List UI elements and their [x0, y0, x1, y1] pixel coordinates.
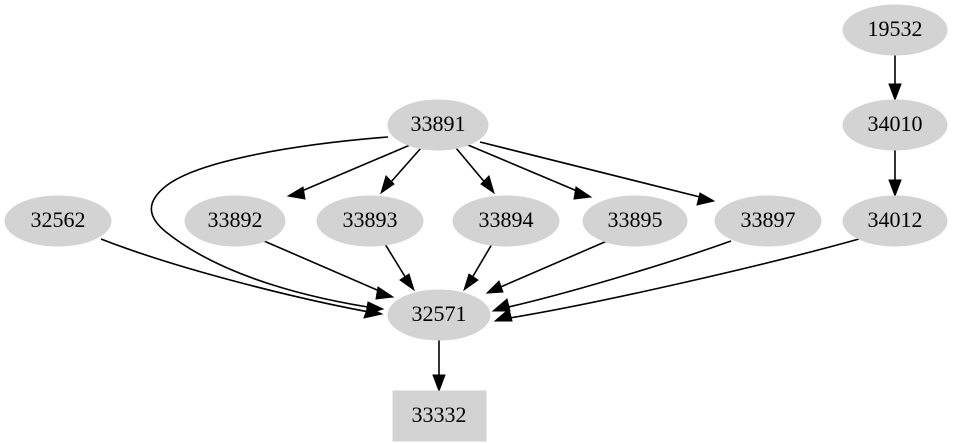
edge-34012-32571	[493, 238, 860, 322]
node-shape-ellipse[interactable]	[582, 195, 688, 247]
arrowhead-icon	[399, 273, 415, 292]
node-shape-ellipse[interactable]	[842, 4, 948, 56]
node-33895[interactable]: 33895	[582, 195, 688, 247]
edge-33895-32571	[485, 240, 608, 294]
arrowhead-icon	[480, 175, 495, 195]
arrowhead-icon	[573, 186, 593, 200]
edge-33892-32571	[263, 240, 395, 300]
arrowhead-icon	[463, 273, 479, 292]
edge-19532-34010	[888, 55, 902, 102]
edge-line	[467, 144, 590, 197]
node-shape-ellipse[interactable]	[4, 195, 112, 247]
arrowhead-icon	[432, 374, 446, 393]
node-32562[interactable]: 32562	[4, 195, 112, 247]
edge-33893-32571	[384, 243, 415, 292]
edge-33891-33893	[380, 147, 422, 195]
edge-33891-33892	[286, 144, 411, 200]
edge-line	[289, 144, 411, 197]
edge-line	[263, 240, 392, 297]
edge-33894-32571	[463, 243, 493, 292]
node-shape-box[interactable]	[392, 390, 487, 442]
arrowhead-icon	[888, 83, 902, 102]
node-33332[interactable]: 33332	[392, 390, 487, 442]
edge-line	[479, 141, 713, 201]
node-shape-ellipse[interactable]	[316, 195, 424, 247]
edge-34010-34012	[888, 150, 902, 198]
node-shape-ellipse[interactable]	[387, 289, 491, 341]
edge-line	[488, 240, 608, 293]
arrowhead-icon	[493, 308, 513, 322]
edge-33891-33897	[479, 141, 716, 206]
node-33894[interactable]: 33894	[452, 195, 560, 247]
edge-layer	[100, 55, 902, 393]
edge-line	[494, 240, 732, 311]
node-shape-ellipse[interactable]	[184, 195, 286, 247]
node-33891[interactable]: 33891	[387, 99, 489, 151]
edge-line	[150, 136, 389, 310]
node-33892[interactable]: 33892	[184, 195, 286, 247]
node-shape-ellipse[interactable]	[387, 99, 489, 151]
node-34012[interactable]: 34012	[842, 195, 948, 247]
node-34010[interactable]: 34010	[842, 99, 948, 151]
edge-33891-33894	[455, 147, 495, 195]
node-33897[interactable]: 33897	[714, 195, 822, 247]
edge-33897-32571	[491, 240, 732, 312]
node-32571[interactable]: 32571	[387, 289, 491, 341]
node-shape-ellipse[interactable]	[452, 195, 560, 247]
node-33893[interactable]: 33893	[316, 195, 424, 247]
arrowhead-icon	[286, 186, 306, 200]
edge-line	[100, 238, 381, 315]
arrowhead-icon	[375, 286, 395, 300]
edge-line	[496, 238, 860, 321]
edge-33891-33895	[467, 144, 593, 200]
arrowhead-icon	[363, 306, 384, 319]
arrowhead-icon	[491, 298, 511, 312]
node-layer: 33891 19532 34010 32562 33892 33893 3389…	[4, 4, 948, 442]
arrowhead-icon	[696, 192, 716, 206]
edge-32571-33332	[432, 340, 446, 393]
node-shape-ellipse[interactable]	[842, 99, 948, 151]
node-shape-ellipse[interactable]	[714, 195, 822, 247]
node-19532[interactable]: 19532	[842, 4, 948, 56]
arrowhead-icon	[888, 179, 902, 198]
arrowhead-icon	[485, 280, 504, 294]
arrowhead-icon	[380, 175, 395, 195]
edge-32562-32571	[100, 238, 384, 319]
node-shape-ellipse[interactable]	[842, 195, 948, 247]
